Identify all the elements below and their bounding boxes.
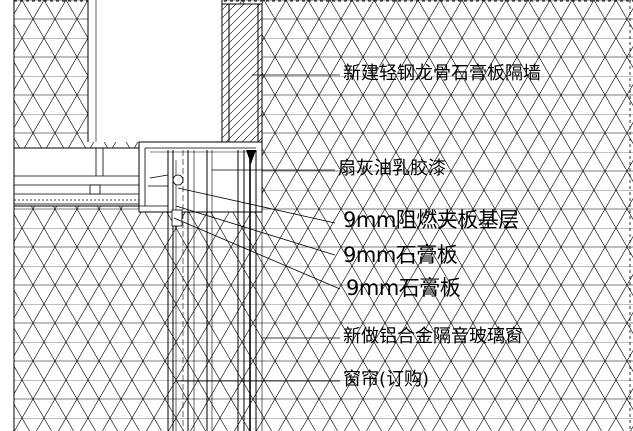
window-head-box (138, 141, 263, 213)
upper-wall-block (88, 0, 223, 142)
leader-lines (148, 74, 341, 382)
label-curtain: 窗帘(订购) (343, 369, 430, 390)
label-gypsum-2: 9mm石膏板 (346, 276, 461, 300)
label-paint: 扇灰油乳胶漆 (338, 158, 446, 179)
label-gypsum-1: 9mm石膏板 (343, 243, 458, 267)
sill-block (13, 147, 140, 207)
label-partition: 新建轻钢龙骨石膏板隔墙 (343, 63, 541, 84)
window-profiles (167, 150, 263, 431)
label-window: 新做铝合金隔音玻璃窗 (343, 326, 523, 347)
label-base: 9mm阻燃夹板基层 (343, 208, 519, 232)
